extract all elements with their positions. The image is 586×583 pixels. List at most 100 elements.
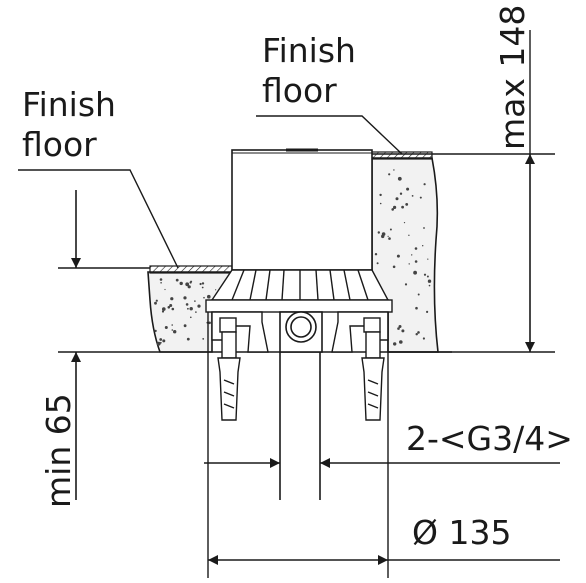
speckle	[183, 296, 187, 300]
speckle	[171, 307, 175, 311]
label-connection-size: 2-<G3/4>	[406, 419, 573, 458]
leader-lines	[18, 115, 403, 269]
speckle	[423, 183, 426, 186]
speckle	[154, 301, 157, 305]
speckle	[155, 299, 158, 302]
speckle	[183, 324, 187, 328]
speckle	[427, 279, 432, 283]
speckle	[393, 342, 397, 346]
speckle	[194, 300, 196, 302]
speckle	[381, 232, 386, 236]
speckle	[388, 173, 391, 176]
speckle	[197, 304, 201, 308]
speckle	[406, 187, 410, 191]
label-min-65: min 65	[39, 393, 78, 508]
speckle	[408, 234, 410, 236]
speckle	[162, 307, 166, 311]
speckle	[164, 326, 168, 329]
speckle	[423, 227, 425, 229]
speckle	[414, 247, 418, 250]
speckle	[159, 338, 163, 341]
speckle	[201, 282, 205, 285]
label-max-148: max 148	[493, 4, 532, 150]
speckle	[175, 278, 179, 282]
speckle	[185, 303, 189, 306]
speckle	[199, 282, 202, 286]
speckle	[377, 231, 380, 234]
speckle	[379, 202, 382, 205]
speckle	[159, 341, 162, 344]
speckle	[171, 324, 173, 326]
speckle	[160, 282, 162, 284]
speckle	[423, 273, 427, 276]
speckle	[397, 327, 400, 330]
speckle	[190, 316, 192, 319]
speckle	[392, 265, 396, 269]
speckle	[411, 254, 413, 256]
speckle	[167, 306, 171, 309]
speckle	[414, 260, 418, 263]
speckle	[173, 330, 177, 334]
speckle	[401, 329, 405, 333]
mounting-bracket	[211, 311, 389, 353]
speckle	[156, 341, 161, 346]
speckle	[389, 228, 392, 231]
speckle	[399, 192, 403, 195]
speckle	[411, 195, 414, 197]
speckle	[388, 237, 391, 240]
finish-floor-strip-left	[149, 265, 233, 274]
speckle	[202, 338, 205, 340]
speckle	[208, 321, 211, 325]
speckle	[187, 285, 191, 289]
speckle	[397, 176, 402, 181]
speckle	[419, 196, 422, 199]
speckle	[395, 197, 399, 201]
label-diameter-135: Ø 135	[412, 513, 512, 552]
speckle	[393, 169, 395, 171]
speckle	[203, 296, 205, 299]
speckle	[189, 307, 193, 311]
speckle	[426, 310, 429, 313]
speckle	[396, 254, 400, 258]
speckle	[417, 293, 420, 296]
speckle	[422, 245, 424, 247]
outlet-pipe-section	[279, 311, 323, 353]
speckle	[415, 333, 418, 336]
speckle	[428, 284, 431, 287]
speckle	[169, 304, 173, 307]
speckle	[185, 282, 190, 287]
speckle	[401, 205, 404, 209]
anchor-bolts	[217, 331, 385, 421]
label-finish-floor-right-line2: floor	[262, 71, 337, 110]
speckle	[195, 311, 197, 313]
speckle	[376, 262, 379, 265]
speckle	[426, 275, 429, 278]
label-finish-floor-right-line1: Finish	[262, 31, 356, 70]
speckle	[207, 294, 211, 299]
label-finish-floor-left-line2: floor	[22, 125, 97, 164]
speckle	[415, 306, 418, 310]
speckle	[404, 283, 408, 286]
speckle	[391, 208, 395, 211]
speckle	[162, 339, 166, 343]
lower-pipe	[279, 352, 321, 500]
speckle	[417, 331, 420, 334]
speckle	[374, 253, 378, 256]
diameter-extension-lines	[207, 312, 389, 578]
speckle	[387, 235, 389, 237]
drain-base	[205, 269, 393, 313]
speckle	[215, 289, 217, 291]
speckle	[201, 286, 204, 289]
speckle	[161, 310, 165, 313]
speckle	[403, 222, 406, 224]
speckle	[179, 281, 183, 286]
speckle	[393, 205, 397, 209]
speckle	[189, 281, 192, 284]
speckle	[408, 263, 410, 265]
speckle	[405, 203, 409, 206]
speckle	[187, 307, 189, 310]
drain-body	[231, 148, 373, 271]
speckle	[427, 258, 429, 260]
speckle	[422, 337, 425, 340]
